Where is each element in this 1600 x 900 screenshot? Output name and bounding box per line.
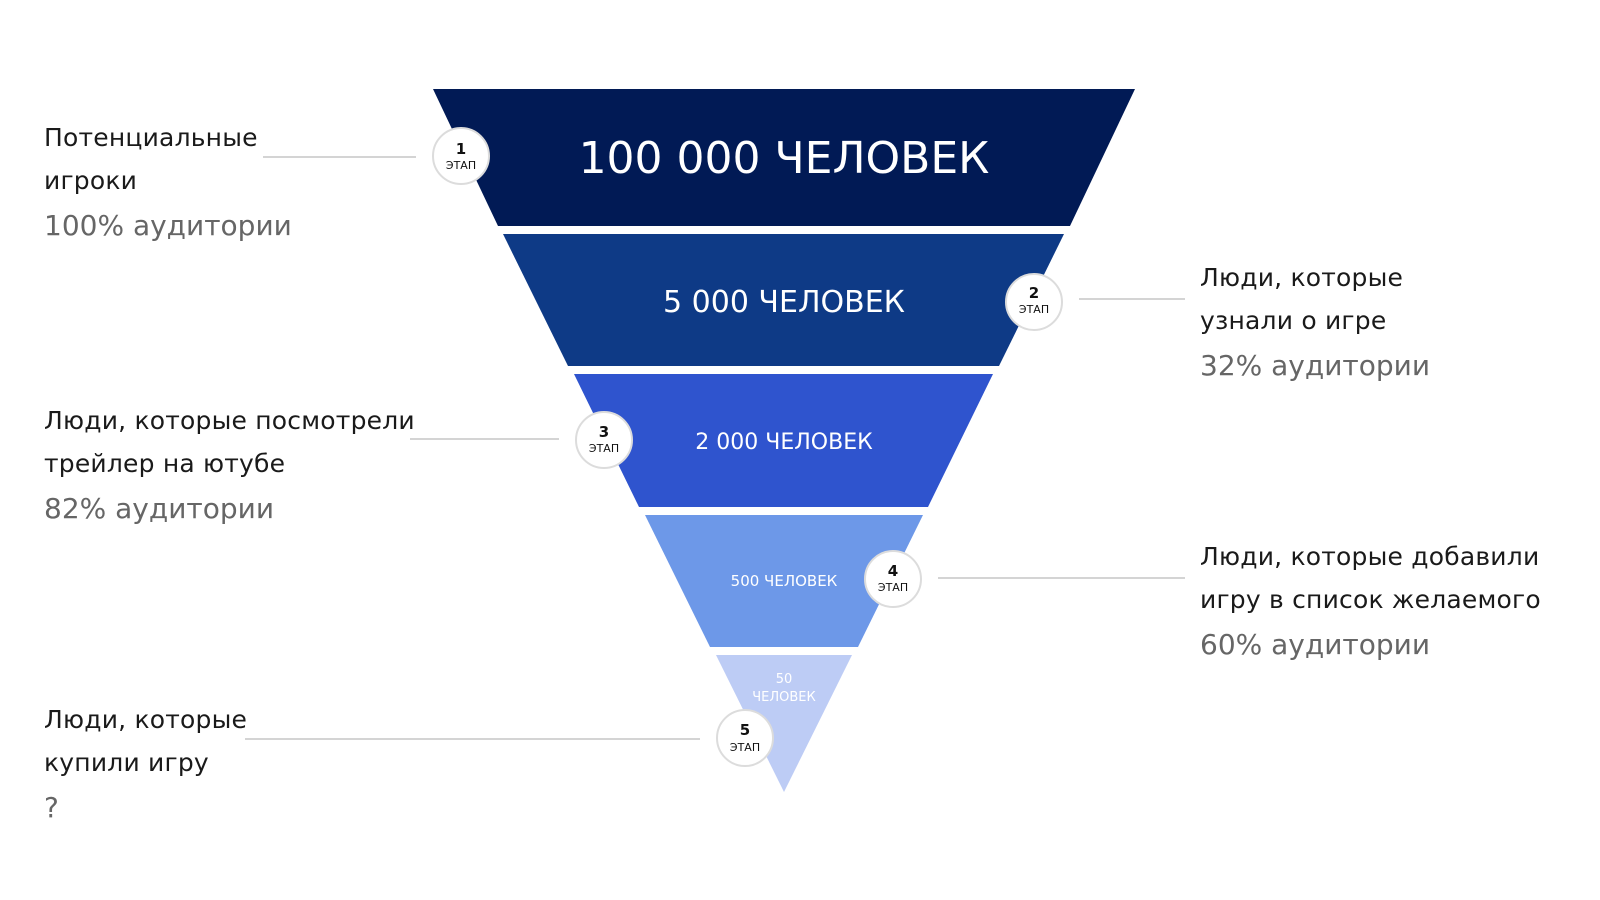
leader-line-5 bbox=[245, 738, 700, 740]
stage-badge-3: 3 ЭТАП bbox=[575, 411, 633, 469]
segment-1-count: 100 000 ЧЕЛОВЕК bbox=[579, 133, 990, 184]
stage-badge-1-number: 1 bbox=[456, 140, 466, 158]
segment-3-count: 2 000 ЧЕЛОВЕК bbox=[695, 430, 873, 455]
stage-3-description-line-2: трейлер на ютубе bbox=[44, 449, 286, 478]
stage-2-description-line-1: Люди, которые bbox=[1200, 263, 1404, 292]
funnel-segment-3 bbox=[574, 374, 993, 507]
stage-badge-5-word: ЭТАП bbox=[730, 741, 760, 754]
stage-badge-2-number: 2 bbox=[1029, 284, 1039, 302]
stage-3-description: Люди, которые посмотрели трейлер на ютуб… bbox=[44, 399, 415, 529]
segment-2-count: 5 000 ЧЕЛОВЕК bbox=[663, 285, 905, 320]
stage-badge-3-word: ЭТАП bbox=[589, 442, 619, 455]
stage-1-percent: 100% аудитории bbox=[44, 209, 292, 242]
leader-line-3 bbox=[410, 438, 559, 440]
stage-4-description: Люди, которые добавили игру в список жел… bbox=[1200, 535, 1541, 665]
segment-5-count-unit: ЧЕЛОВЕК bbox=[752, 690, 816, 705]
segment-5-count-number: 50 bbox=[776, 672, 793, 687]
stage-1-description-line-2: игроки bbox=[44, 166, 138, 195]
funnel-segment-4 bbox=[645, 515, 923, 647]
funnel-segment-2 bbox=[503, 234, 1064, 366]
stage-4-description-line-2: игру в список желаемого bbox=[1200, 585, 1541, 614]
stage-badge-3-number: 3 bbox=[599, 423, 609, 441]
segment-4-count: 500 ЧЕЛОВЕК bbox=[731, 572, 838, 590]
funnel-segment-5 bbox=[716, 655, 852, 792]
stage-badge-4-number: 4 bbox=[888, 562, 898, 580]
funnel-segment-1 bbox=[433, 89, 1135, 226]
stage-5-description-line-2: купили игру bbox=[44, 748, 209, 777]
stage-5-description-line-1: Люди, которые bbox=[44, 705, 248, 734]
stage-badge-5: 5 ЭТАП bbox=[716, 709, 774, 767]
stage-3-percent: 82% аудитории bbox=[44, 492, 275, 525]
stage-badge-2: 2 ЭТАП bbox=[1005, 273, 1063, 331]
stage-5-percent: ? bbox=[44, 791, 59, 824]
stage-badge-2-word: ЭТАП bbox=[1019, 303, 1049, 316]
stage-3-description-line-1: Люди, которые посмотрели bbox=[44, 406, 415, 435]
stage-1-description: Потенциальные игроки 100% аудитории bbox=[44, 116, 292, 246]
stage-1-description-line-1: Потенциальные bbox=[44, 123, 258, 152]
stage-2-description-line-2: узнали о игре bbox=[1200, 306, 1387, 335]
stage-badge-1: 1 ЭТАП bbox=[432, 127, 490, 185]
stage-badge-5-number: 5 bbox=[740, 721, 750, 739]
leader-line-2 bbox=[1079, 298, 1185, 300]
stage-4-percent: 60% аудитории bbox=[1200, 628, 1431, 661]
leader-line-4 bbox=[938, 577, 1185, 579]
stage-2-description: Люди, которые узнали о игре 32% аудитори… bbox=[1200, 256, 1430, 386]
leader-line-1 bbox=[263, 156, 416, 158]
stage-badge-1-word: ЭТАП bbox=[446, 159, 476, 172]
stage-badge-4: 4 ЭТАП bbox=[864, 550, 922, 608]
stage-2-percent: 32% аудитории bbox=[1200, 349, 1431, 382]
stage-5-description: Люди, которые купили игру ? bbox=[44, 698, 247, 828]
stage-4-description-line-1: Люди, которые добавили bbox=[1200, 542, 1540, 571]
stage-badge-4-word: ЭТАП bbox=[878, 581, 908, 594]
